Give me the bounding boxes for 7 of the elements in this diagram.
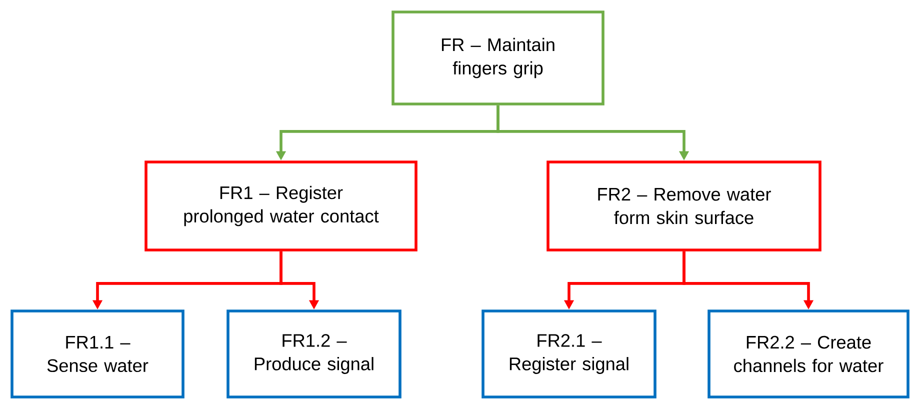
function-box: FR2 – Remove water form skin surface	[546, 160, 822, 252]
function-box: FR1 – Register prolonged water contact	[144, 160, 418, 252]
function-box: FR2.1 – Register signal	[482, 310, 656, 398]
function-box: FR1.1 – Sense water	[10, 310, 184, 398]
function-box: FR1.2 – Produce signal	[226, 310, 402, 398]
function-box: FR2.2 – Create channels for water	[708, 310, 910, 398]
function-box: FR – Maintain fingers grip	[392, 10, 604, 106]
